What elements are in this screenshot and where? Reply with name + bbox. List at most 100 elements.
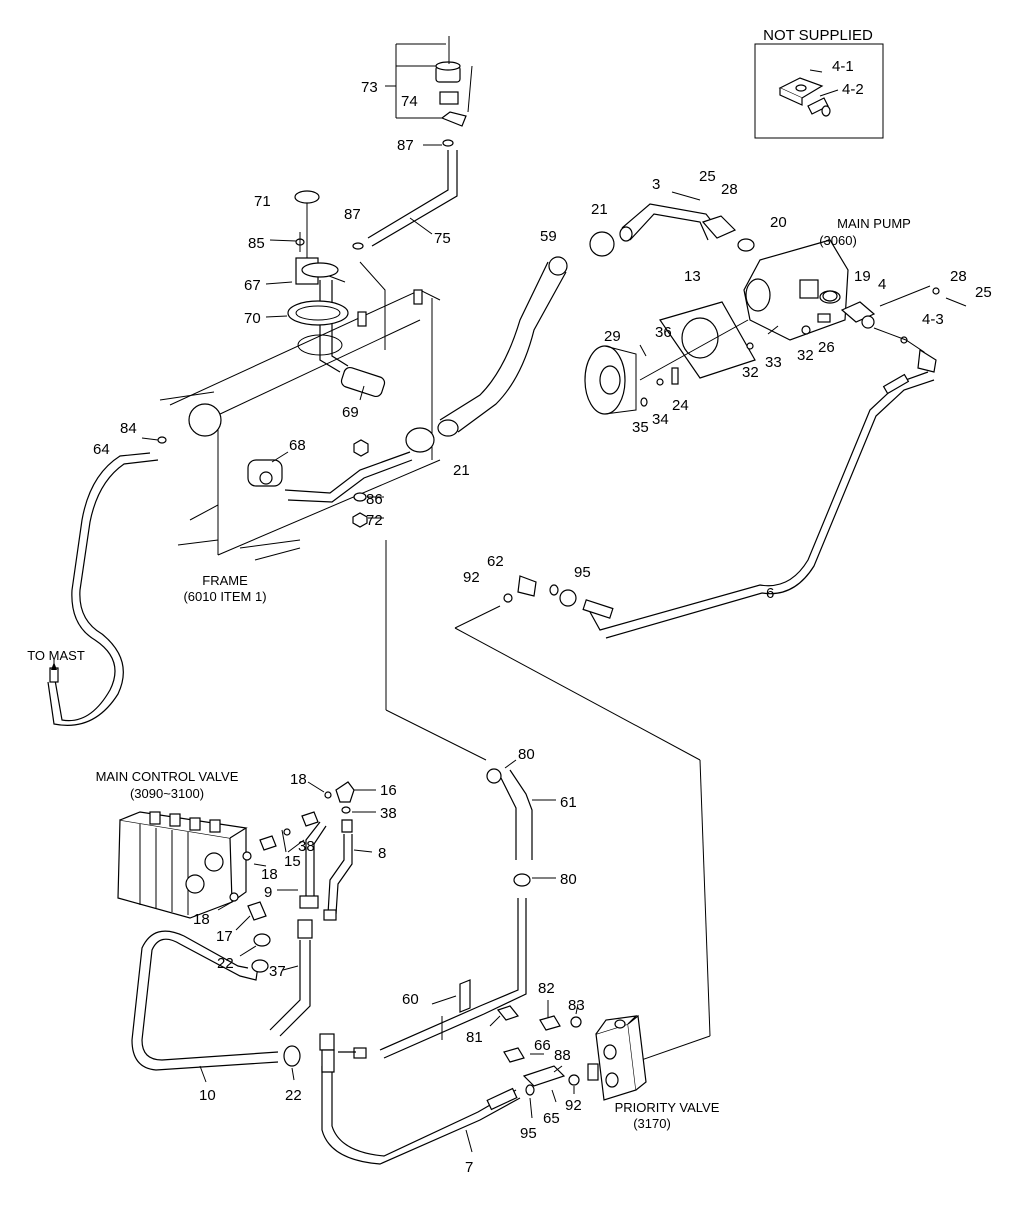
callout-label: 80: [560, 871, 577, 888]
callout-label: 60: [402, 991, 419, 1008]
callout-label: 66: [534, 1037, 551, 1054]
callout-label: 37: [269, 963, 286, 980]
callout-label: 86: [366, 491, 383, 508]
callout-label: 6: [766, 585, 774, 602]
callout-label: 10: [199, 1087, 216, 1104]
callout-label: 22: [217, 955, 234, 972]
not-supplied-box: [754, 43, 884, 139]
callout-label: 68: [289, 437, 306, 454]
callout-label: 64: [93, 441, 110, 458]
hose-clamp-part: [405, 427, 435, 453]
callout-label: 70: [244, 310, 261, 327]
callout-label: 69: [342, 404, 359, 421]
callout-label: 18: [290, 771, 307, 788]
hydraulic-tank-group: [159, 190, 441, 561]
callout-label: 87: [397, 137, 414, 154]
callout-label: 32: [742, 364, 759, 381]
main-pump-code-caption: (3060): [819, 233, 857, 248]
callout-label: 18: [261, 866, 278, 883]
callout-label: 21: [453, 462, 470, 479]
callout-label: 65: [543, 1110, 560, 1127]
callout-label: 32: [797, 347, 814, 364]
callout-label: 36: [655, 324, 672, 341]
callout-label: 85: [248, 235, 265, 252]
main-pump-group: [405, 191, 967, 639]
callout-label: 3: [652, 176, 660, 193]
callout-label: 13: [684, 268, 701, 285]
callout-label: 62: [487, 553, 504, 570]
callout-label: 26: [818, 339, 835, 356]
callout-label: 9: [264, 884, 272, 901]
callout-label: 28: [721, 181, 738, 198]
gasket-part: [287, 300, 349, 326]
callout-label: 87: [344, 206, 361, 223]
not-supplied-group: NOT SUPPLIED: [754, 27, 884, 139]
main-control-valve-group: [117, 781, 376, 1083]
breather-element-part: [439, 91, 459, 105]
priority-valve-group: [319, 759, 647, 1165]
callout-label: 73: [361, 79, 378, 96]
pump-flange-part: [701, 215, 737, 239]
dipstick-cap-part: [294, 190, 320, 204]
callout-label: 82: [538, 980, 555, 997]
callout-label: 95: [574, 564, 591, 581]
callout-label: 95: [520, 1125, 537, 1142]
callout-label: 24: [672, 397, 689, 414]
callout-label: 17: [216, 928, 233, 945]
not-supplied-label: NOT SUPPLIED: [763, 27, 873, 44]
callout-label: 22: [285, 1087, 302, 1104]
callout-label: 25: [699, 168, 716, 185]
callout-label: 4-1: [832, 58, 854, 75]
main-pump-caption: MAIN PUMP: [837, 216, 911, 231]
callout-label: 75: [434, 230, 451, 247]
callout-label: 34: [652, 411, 669, 428]
frame-caption: FRAME: [202, 573, 248, 588]
to-mast-caption: TO MAST: [27, 648, 85, 663]
priority-valve-code-caption: (3170): [633, 1116, 671, 1131]
callout-label: 35: [632, 419, 649, 436]
callout-label: 18: [193, 911, 210, 928]
callout-label: 38: [298, 838, 315, 855]
captions-group: MAIN PUMP (3060) FRAME (6010 ITEM 1) TO …: [27, 216, 911, 1131]
callout-label: 71: [254, 193, 271, 210]
callout-label: 28: [950, 268, 967, 285]
callout-label: 59: [540, 228, 557, 245]
callout-label: 25: [975, 284, 992, 301]
callout-label: 4: [878, 276, 886, 293]
strainer-part: [340, 366, 386, 398]
callout-label: 72: [366, 512, 383, 529]
filler-neck-part: [301, 262, 339, 278]
callout-label: 33: [765, 354, 782, 371]
callout-label: 4-2: [842, 81, 864, 98]
callout-label: 8: [378, 845, 386, 862]
callouts-group: 4-1 4-2 73 74 87 71 87 75 85 67 70 69 68…: [93, 58, 992, 1176]
frame-code-caption: (6010 ITEM 1): [183, 589, 266, 604]
callout-label: 20: [770, 214, 787, 231]
hose-clamp-part: [589, 231, 615, 257]
main-control-valve-code-caption: (3090~3100): [130, 786, 204, 801]
callout-label: 21: [591, 201, 608, 218]
callout-label: 84: [120, 420, 137, 437]
mast-line-group: [47, 436, 167, 726]
callout-label: 80: [518, 746, 535, 763]
breather-group: [367, 36, 473, 247]
callout-label: 61: [560, 794, 577, 811]
callout-label: 74: [401, 93, 418, 110]
priority-valve-caption: PRIORITY VALVE: [615, 1100, 720, 1115]
callout-label: 19: [854, 268, 871, 285]
callout-label: 92: [565, 1097, 582, 1114]
callout-label: 83: [568, 997, 585, 1014]
callout-label: 16: [380, 782, 397, 799]
callout-label: 81: [466, 1029, 483, 1046]
callout-label: 92: [463, 569, 480, 586]
callout-label: 38: [380, 805, 397, 822]
callout-label: 4-3: [922, 311, 944, 328]
callout-label: 7: [465, 1159, 473, 1176]
callout-label: 88: [554, 1047, 571, 1064]
callout-label: 15: [284, 853, 301, 870]
callout-label: 29: [604, 328, 621, 345]
main-control-valve-caption: MAIN CONTROL VALVE: [96, 769, 239, 784]
callout-label: 67: [244, 277, 261, 294]
